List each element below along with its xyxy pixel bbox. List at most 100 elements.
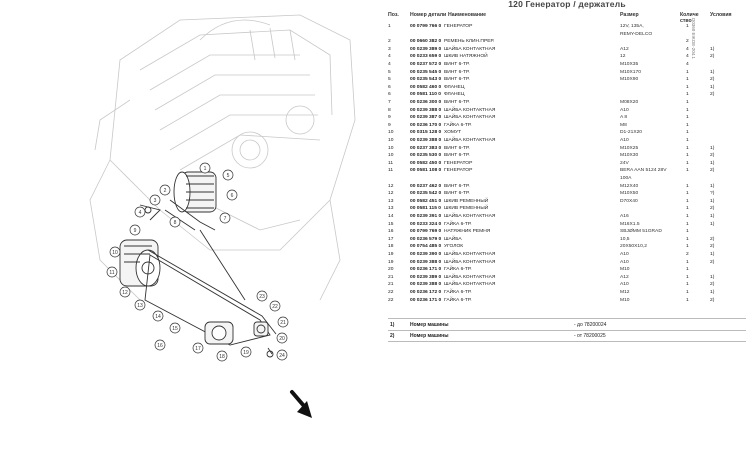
part-number: 00 0235 545 0 <box>410 69 442 75</box>
part-position: 4 <box>388 54 391 60</box>
part-name: ФЛАНЕЦ <box>444 92 465 98</box>
note-value: - до 78200024 <box>574 322 607 328</box>
part-name: ШАЙБА КОНТАКТНАЯ <box>444 214 496 219</box>
part-quantity: 1 <box>686 221 689 227</box>
part-size: D1-21X20 <box>620 130 643 136</box>
note-row: 2) Номер машины - от 78200025 <box>388 332 746 340</box>
part-condition: 1) <box>710 274 715 280</box>
svg-text:11: 11 <box>109 270 114 276</box>
part-condition: 1) <box>710 221 715 227</box>
part-quantity: 1 <box>686 107 689 113</box>
part-position: 10 <box>388 145 394 151</box>
part-number: 00 0581 110 0 <box>410 92 442 98</box>
part-quantity: 1 <box>686 145 689 151</box>
callout-bubble: 23 <box>256 290 268 302</box>
callout-bubble: 5 <box>222 169 234 181</box>
part-position: 10 <box>388 130 394 136</box>
part-name: НАТЯЖНИК РЕМНЯ <box>444 229 491 235</box>
part-condition: ?) <box>710 191 715 197</box>
part-size: D70X40 <box>620 198 638 204</box>
part-number: 00 0236 170 0 <box>410 122 442 128</box>
part-condition: 1) <box>710 214 715 219</box>
part-size: A16 <box>620 214 629 219</box>
part-position: 19 <box>388 259 394 265</box>
part-name: ШАЙБА КОНТАКТНАЯ <box>444 107 496 113</box>
part-number: 00 0235 542 0 <box>410 191 442 197</box>
part-size: M16X1.5 <box>620 221 640 227</box>
part-name: ВИНТ 6-ТР. <box>444 62 470 67</box>
part-number: 00 0239 390 0 <box>410 252 442 257</box>
part-quantity: 1 <box>686 290 689 295</box>
svg-text:5: 5 <box>227 173 230 179</box>
part-name: ГАЙКА 6-ТР. <box>444 122 472 128</box>
part-number: 00 0582 460 0 <box>410 84 442 90</box>
part-position: 1 <box>388 24 391 29</box>
part-quantity: 1 <box>686 77 689 83</box>
svg-text:15: 15 <box>172 326 178 332</box>
part-name: ШАЙБА КОНТАКТНАЯ <box>444 46 496 52</box>
part-position: 20 <box>388 267 394 273</box>
part-name: ШАЙБА КОНТАКТНАЯ <box>444 115 496 121</box>
page-title: 120 Генератор / держатель <box>508 0 626 9</box>
part-quantity: 1 <box>686 84 689 90</box>
part-condition: 1) <box>710 198 715 204</box>
part-condition: 2) <box>710 168 715 174</box>
callout-bubble: 20 <box>276 332 288 344</box>
svg-text:13: 13 <box>137 303 143 309</box>
callout-bubble: 24 <box>276 349 288 361</box>
svg-text:3: 3 <box>154 198 157 204</box>
part-quantity: 1 <box>686 198 689 204</box>
callout-bubble: 9 <box>129 224 141 236</box>
part-position: 8 <box>388 107 391 113</box>
part-number: 00 0236 300 0 <box>410 100 442 105</box>
part-name: ВИНТ 6-ТР. <box>444 183 470 189</box>
part-quantity: 4 <box>686 62 689 67</box>
parts-list-panel: D0360 EIKOE-204.1 120 Генератор / держат… <box>388 0 746 450</box>
callout-bubble: 11 <box>106 266 118 278</box>
part-condition: 1) <box>710 183 715 189</box>
part-number: 00 0233 659 0 <box>410 54 442 60</box>
part-size: M08X20 <box>620 100 639 105</box>
callout-bubble: 3 <box>149 194 161 206</box>
part-name: ГАЙКА 6-ТР. <box>444 267 472 273</box>
part-size: M12X40 <box>620 183 639 189</box>
part-name: ХОМУТ <box>444 130 462 136</box>
part-quantity: 1 <box>686 282 689 288</box>
part-size: A 8 <box>620 115 628 121</box>
callout-bubble: 13 <box>134 299 146 311</box>
part-number: 00 0235 530 0 <box>410 153 442 159</box>
part-number: 00 0233 324 0 <box>410 221 442 227</box>
part-position: 2 <box>388 39 391 45</box>
part-name: ШАЙБА <box>444 236 462 242</box>
part-quantity: 1 <box>686 259 689 265</box>
exploded-parts-diagram: 1 2 3 4 5 6 7 8 9 10 11 12 13 14 15 16 1… <box>89 14 356 418</box>
part-quantity: 1 <box>686 274 689 280</box>
part-name: ШАЙБА КОНТАКТНАЯ <box>444 282 496 288</box>
notes-divider-bottom <box>388 341 746 342</box>
part-position: 9 <box>388 115 391 121</box>
note-key: 2) <box>390 333 395 339</box>
callout-bubble: 19 <box>240 346 252 358</box>
part-position: 16 <box>388 229 394 235</box>
svg-text:2: 2 <box>164 188 167 194</box>
part-quantity: 1 <box>686 191 689 197</box>
header-pos: Поз. <box>388 12 399 18</box>
header-size: Размер <box>620 12 639 18</box>
part-quantity: 2 <box>686 252 689 257</box>
callout-bubble: 4 <box>134 206 146 218</box>
part-name: ВИНТ 6-ТР. <box>444 100 470 105</box>
part-number: 00 0239 391 0 <box>410 214 442 219</box>
part-number: 00 0239 388 0 <box>410 107 442 113</box>
part-position: 10 <box>388 153 394 159</box>
part-position: 21 <box>388 282 394 288</box>
